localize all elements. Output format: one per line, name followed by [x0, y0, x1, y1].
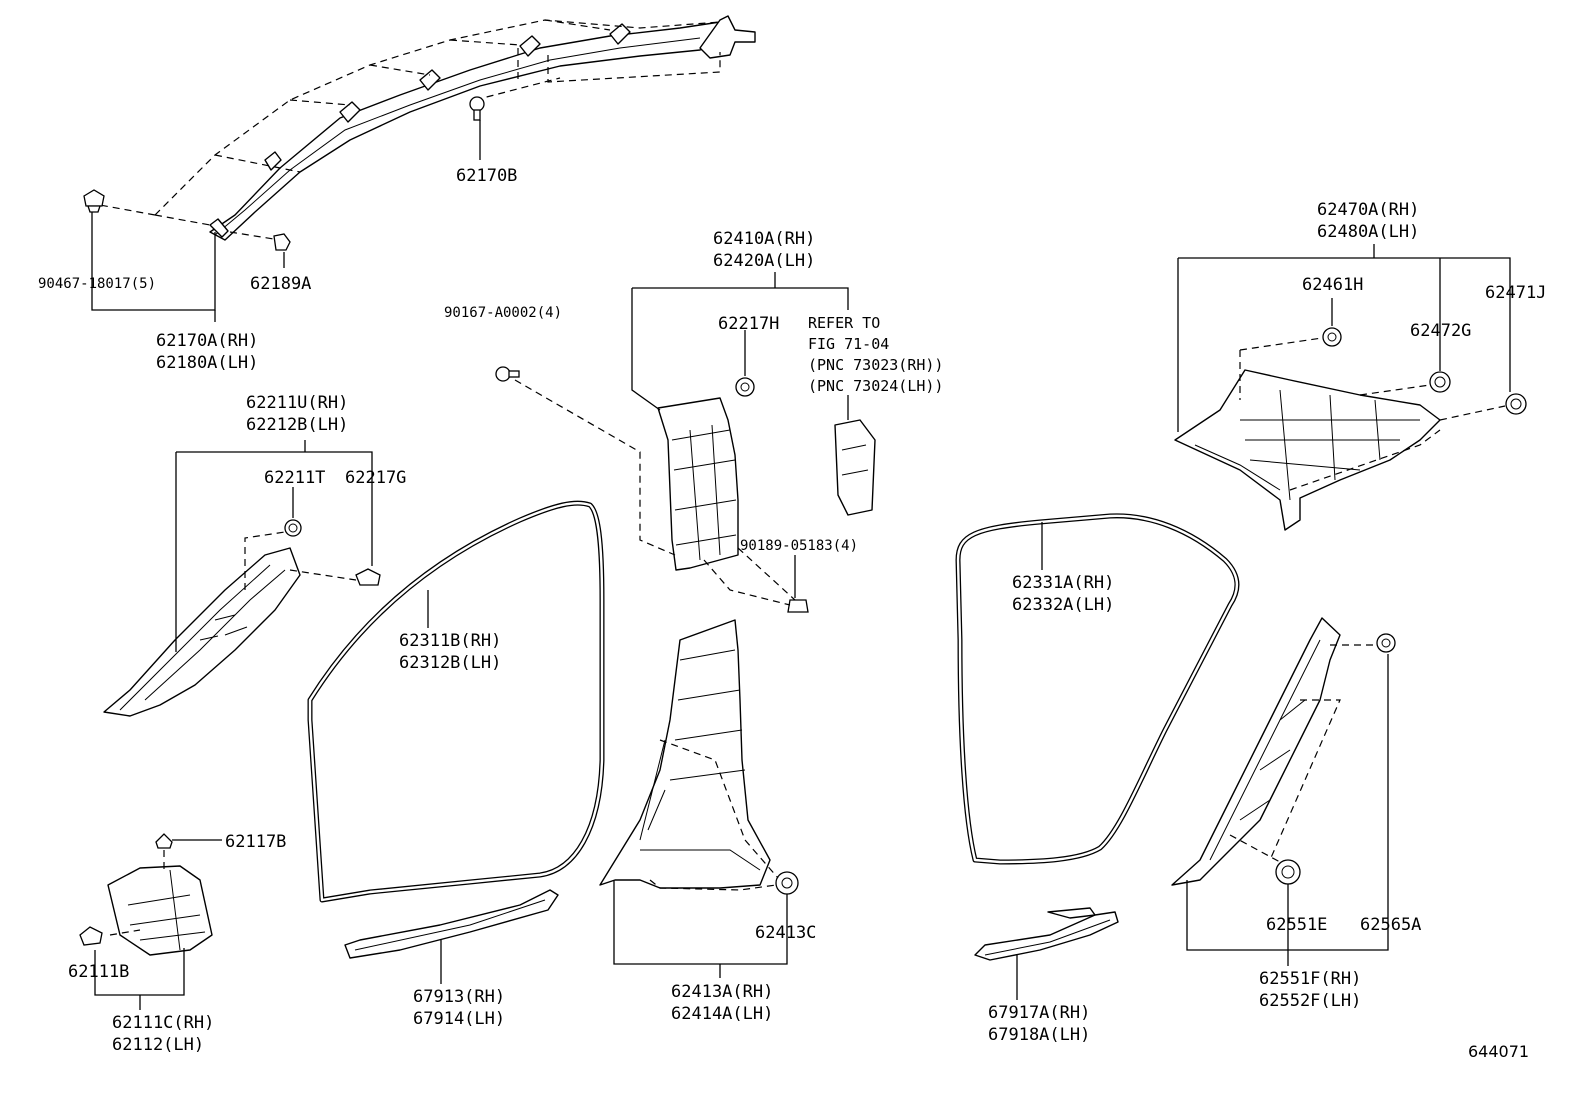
bolt-90167-icon — [495, 366, 520, 382]
center-pillar-garnish-lower — [599, 619, 771, 889]
label-62189A: 62189A — [250, 274, 311, 294]
label-62552F-lh: 62552F(LH) — [1259, 991, 1361, 1011]
label-62420A-lh: 62420A(LH) — [713, 251, 815, 271]
label-62471J: 62471J — [1485, 283, 1546, 303]
label-90167-A0002: 90167-A0002(4) — [444, 305, 562, 321]
clip-62117B-icon — [155, 833, 173, 849]
label-62413A-rh: 62413A(RH) — [671, 982, 773, 1002]
refer-to-line2: FIG 71-04 — [808, 335, 889, 353]
label-62413C: 62413C — [755, 923, 816, 943]
label-62217G: 62217G — [345, 468, 406, 488]
label-62311B-rh: 62311B(RH) — [399, 631, 501, 651]
figure-code: 644071 — [1468, 1042, 1529, 1061]
front-pillar-garnish — [103, 547, 301, 717]
label-62472G: 62472G — [1410, 321, 1471, 341]
seat-belt-anchor-cover — [834, 419, 876, 516]
clip-62551E-icon — [1275, 859, 1301, 885]
front-door-scuff-plate — [344, 889, 559, 959]
label-62551E: 62551E — [1266, 915, 1327, 935]
front-door-weatherstrip — [307, 500, 605, 903]
label-62480A-lh: 62480A(LH) — [1317, 222, 1419, 242]
label-62212B-lh: 62212B(LH) — [246, 415, 348, 435]
label-90189-05183: 90189-05183(4) — [740, 538, 858, 554]
clip-62471J-icon — [1505, 393, 1527, 415]
label-62112-lh: 62112(LH) — [112, 1035, 204, 1055]
center-pillar-garnish-upper — [657, 397, 739, 571]
label-62551F-rh: 62551F(RH) — [1259, 969, 1361, 989]
label-62332A-lh: 62332A(LH) — [1012, 595, 1114, 615]
label-90467-18017: 90467-18017(5) — [38, 276, 156, 292]
label-67918A-lh: 67918A(LH) — [988, 1025, 1090, 1045]
label-62312B-lh: 62312B(LH) — [399, 653, 501, 673]
refer-to-line3: (PNC 73023(RH)) — [808, 356, 943, 374]
label-62180A-lh: 62180A(LH) — [156, 353, 258, 373]
label-67913-rh: 67913(RH) — [413, 987, 505, 1007]
label-62470A-rh: 62470A(RH) — [1317, 200, 1419, 220]
clip-62461H-icon — [1322, 327, 1342, 347]
clip-62211T-icon — [284, 519, 302, 537]
label-62170A-rh: 62170A(RH) — [156, 331, 258, 351]
clip-62217G-icon — [355, 568, 381, 586]
label-62170B: 62170B — [456, 166, 517, 186]
curtain-shield-airbag-rail — [99, 15, 756, 241]
clip-62413C-icon — [775, 871, 799, 895]
clip-62189A-icon — [273, 233, 291, 251]
clip-62111B-icon — [79, 926, 103, 946]
label-62414A-lh: 62414A(LH) — [671, 1004, 773, 1024]
label-62211T: 62211T — [264, 468, 325, 488]
roof-side-inner-garnish — [1174, 369, 1441, 531]
refer-to-line4: (PNC 73024(LH)) — [808, 377, 943, 395]
label-62565A: 62565A — [1360, 915, 1421, 935]
rear-door-weatherstrip — [955, 513, 1240, 865]
label-62410A-rh: 62410A(RH) — [713, 229, 815, 249]
clip-62217H-icon — [735, 377, 755, 397]
rear-pillar-garnish-lower — [1171, 617, 1341, 886]
label-62111C-rh: 62111C(RH) — [112, 1013, 214, 1033]
clip-90189-icon — [787, 599, 809, 613]
label-62111B: 62111B — [68, 962, 129, 982]
clip-90467-icon — [83, 189, 105, 213]
label-62117B: 62117B — [225, 832, 286, 852]
clip-62472G-icon — [1429, 371, 1451, 393]
label-62211U-rh: 62211U(RH) — [246, 393, 348, 413]
cowl-side-trim — [107, 865, 213, 956]
refer-to-line1: REFER TO — [808, 314, 880, 332]
label-67917A-rh: 67917A(RH) — [988, 1003, 1090, 1023]
label-62331A-rh: 62331A(RH) — [1012, 573, 1114, 593]
label-67914-lh: 67914(LH) — [413, 1009, 505, 1029]
label-62217H: 62217H — [718, 314, 779, 334]
label-62461H: 62461H — [1302, 275, 1363, 295]
clip-62565A-icon — [1376, 633, 1396, 653]
bolt-62170B-icon — [469, 96, 485, 121]
rear-door-scuff-plate — [974, 907, 1119, 961]
